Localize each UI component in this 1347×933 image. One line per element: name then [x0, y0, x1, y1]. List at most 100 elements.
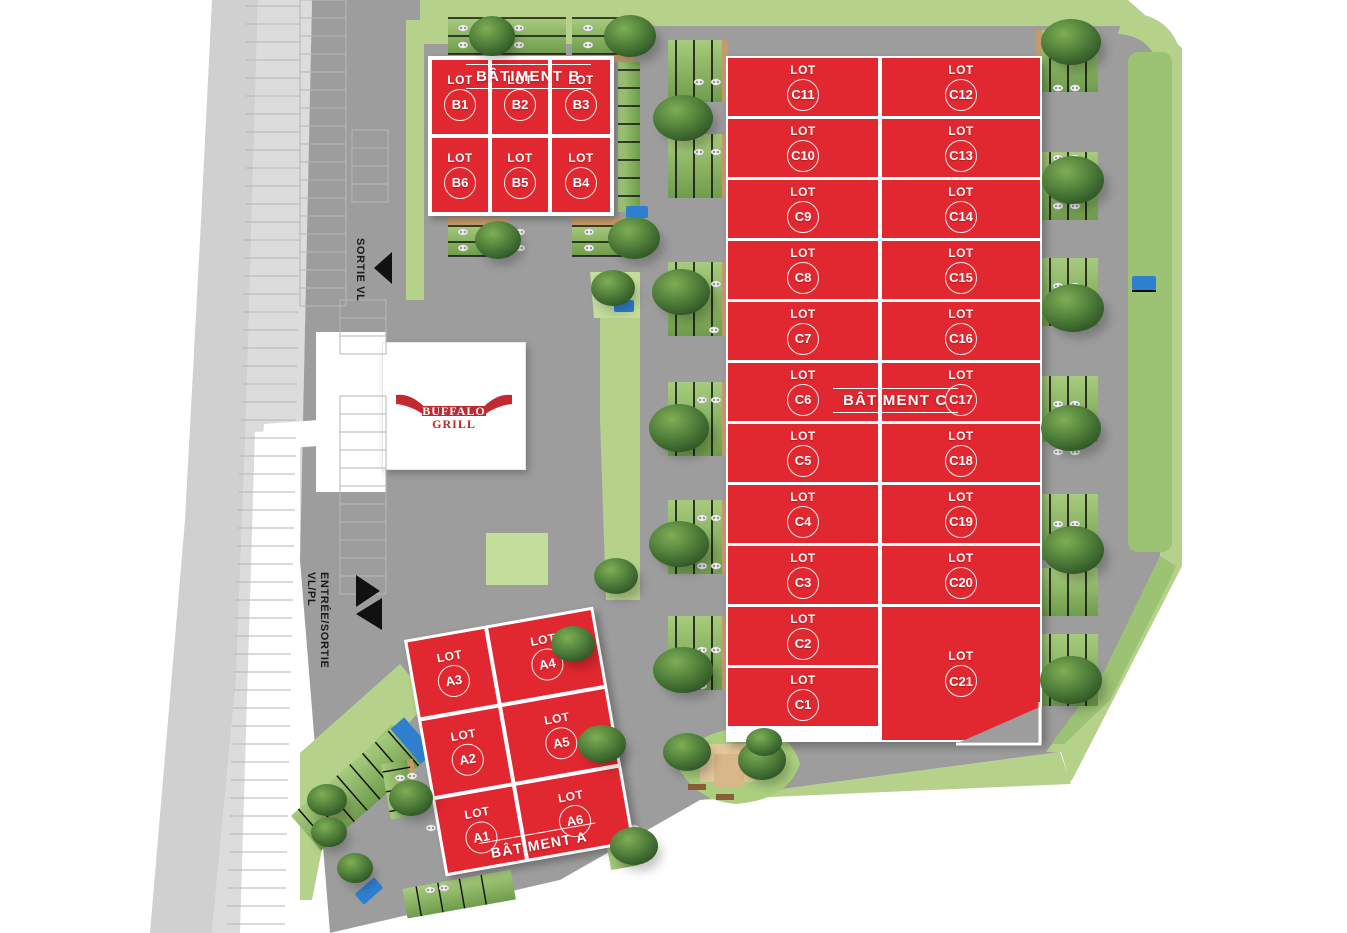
lot-B5[interactable]: LOT B5	[492, 138, 548, 212]
east-green-inner	[1128, 52, 1172, 552]
lot-code: C15	[945, 261, 977, 294]
sortie-vl-arrow	[374, 252, 392, 284]
car-icon	[513, 24, 525, 32]
lot-code: C5	[787, 444, 819, 477]
car-icon	[424, 886, 436, 894]
lot-B6[interactable]: LOT B6	[432, 138, 488, 212]
building-b: LOT B1 LOT B2 LOT B3 LOT B6 LOT B5 LOT B…	[428, 56, 614, 216]
lot-label: LOT	[790, 123, 816, 138]
lot-label: LOT	[948, 428, 974, 443]
building-b-name: BÂTIMENT B	[466, 64, 591, 89]
car-icon	[696, 396, 708, 404]
lot-label: LOT	[790, 428, 816, 443]
car-icon	[710, 646, 722, 654]
lot-label: LOT	[790, 367, 816, 382]
sortie-vl-label: SORTIE VL	[354, 238, 366, 302]
lot-C21[interactable]: LOT C21	[882, 607, 1040, 740]
car-icon	[394, 774, 406, 782]
entree-sortie-line2: VL/PL	[305, 572, 317, 607]
lot-C7[interactable]: LOT C7	[728, 302, 878, 360]
lot-B1[interactable]: LOT B1	[432, 60, 488, 134]
north-east-cut	[1128, 0, 1347, 120]
lot-label: LOT	[948, 367, 974, 382]
lot-code: C2	[787, 627, 819, 660]
lot-B3[interactable]: LOT B3	[552, 60, 610, 134]
lot-code: C9	[787, 200, 819, 233]
lot-code: C13	[945, 139, 977, 172]
bay-group-a-south	[402, 869, 516, 919]
lot-B4[interactable]: LOT B4	[552, 138, 610, 212]
lot-C2[interactable]: LOT C2	[728, 607, 878, 665]
lot-label: LOT	[790, 245, 816, 260]
buffalo-grill-line1: BUFFALO	[422, 404, 486, 418]
car-icon	[1052, 202, 1064, 210]
lot-code: C8	[787, 261, 819, 294]
west-road	[150, 0, 258, 933]
east-white	[1182, 60, 1347, 933]
lot-code: C21	[945, 665, 977, 697]
car-icon	[693, 78, 705, 86]
lot-label: LOT	[447, 72, 473, 87]
car-icon	[582, 41, 594, 49]
lot-label: LOT	[447, 150, 473, 165]
lot-label: LOT	[948, 245, 974, 260]
entree-sortie-label: ENTRÉE/SORTIE VL/PL	[304, 572, 330, 668]
buffalo-grill-building[interactable]: BUFFALO GRILL	[382, 342, 526, 470]
lot-C3[interactable]: LOT C3	[728, 546, 878, 604]
lot-C16[interactable]: LOT C16	[882, 302, 1040, 360]
lot-code: C16	[945, 322, 977, 355]
entree-arrow	[356, 575, 380, 607]
lot-label: LOT	[948, 489, 974, 504]
car-icon	[710, 562, 722, 570]
lot-C20[interactable]: LOT C20	[882, 546, 1040, 604]
lot-C8[interactable]: LOT C8	[728, 241, 878, 299]
lot-C17[interactable]: LOT C17	[882, 363, 1040, 421]
car-icon	[457, 228, 469, 236]
lot-code: C7	[787, 322, 819, 355]
lot-code: C11	[787, 78, 819, 111]
south-east-white	[700, 140, 1347, 933]
lot-code: C18	[945, 444, 977, 477]
lot-C14[interactable]: LOT C14	[882, 180, 1040, 238]
lot-label: LOT	[790, 611, 816, 626]
car-icon	[708, 326, 720, 334]
lot-C5[interactable]: LOT C5	[728, 424, 878, 482]
lot-label: LOT	[790, 489, 816, 504]
lot-C9[interactable]: LOT C9	[728, 180, 878, 238]
bay-group-east-b	[618, 62, 640, 212]
accessible-stall-east	[1132, 276, 1156, 290]
lot-C15[interactable]: LOT C15	[882, 241, 1040, 299]
lot-label: LOT	[790, 550, 816, 565]
lot-label: LOT	[948, 184, 974, 199]
bench-2	[716, 794, 734, 800]
lot-label: LOT	[948, 649, 974, 663]
service-pad-west	[316, 332, 386, 492]
lot-C6[interactable]: LOT C6	[728, 363, 878, 421]
buffalo-grill-logo: BUFFALO GRILL	[394, 385, 514, 431]
lot-C12[interactable]: LOT C12	[882, 58, 1040, 116]
lot-C1[interactable]: LOT C1	[728, 668, 878, 726]
lot-label: LOT	[948, 123, 974, 138]
west-stall-row-inner-top	[299, 0, 347, 307]
lot-C10[interactable]: LOT C10	[728, 119, 878, 177]
lot-C19[interactable]: LOT C19	[882, 485, 1040, 543]
west-road-head	[262, 420, 318, 450]
lot-label: LOT	[790, 672, 816, 687]
sortie-arrow	[356, 598, 382, 630]
lot-label: LOT	[948, 62, 974, 77]
building-c-name: BÂTIMENT C	[833, 388, 958, 413]
car-icon	[710, 148, 722, 156]
lot-C4[interactable]: LOT C4	[728, 485, 878, 543]
lot-B2[interactable]: LOT B2	[492, 60, 548, 134]
entree-sortie-line1: ENTRÉE/SORTIE	[318, 572, 330, 669]
lot-C13[interactable]: LOT C13	[882, 119, 1040, 177]
lot-C18[interactable]: LOT C18	[882, 424, 1040, 482]
lot-C11[interactable]: LOT C11	[728, 58, 878, 116]
lot-label: LOT	[568, 150, 594, 165]
car-icon	[693, 148, 705, 156]
lot-code: B2	[504, 88, 536, 121]
